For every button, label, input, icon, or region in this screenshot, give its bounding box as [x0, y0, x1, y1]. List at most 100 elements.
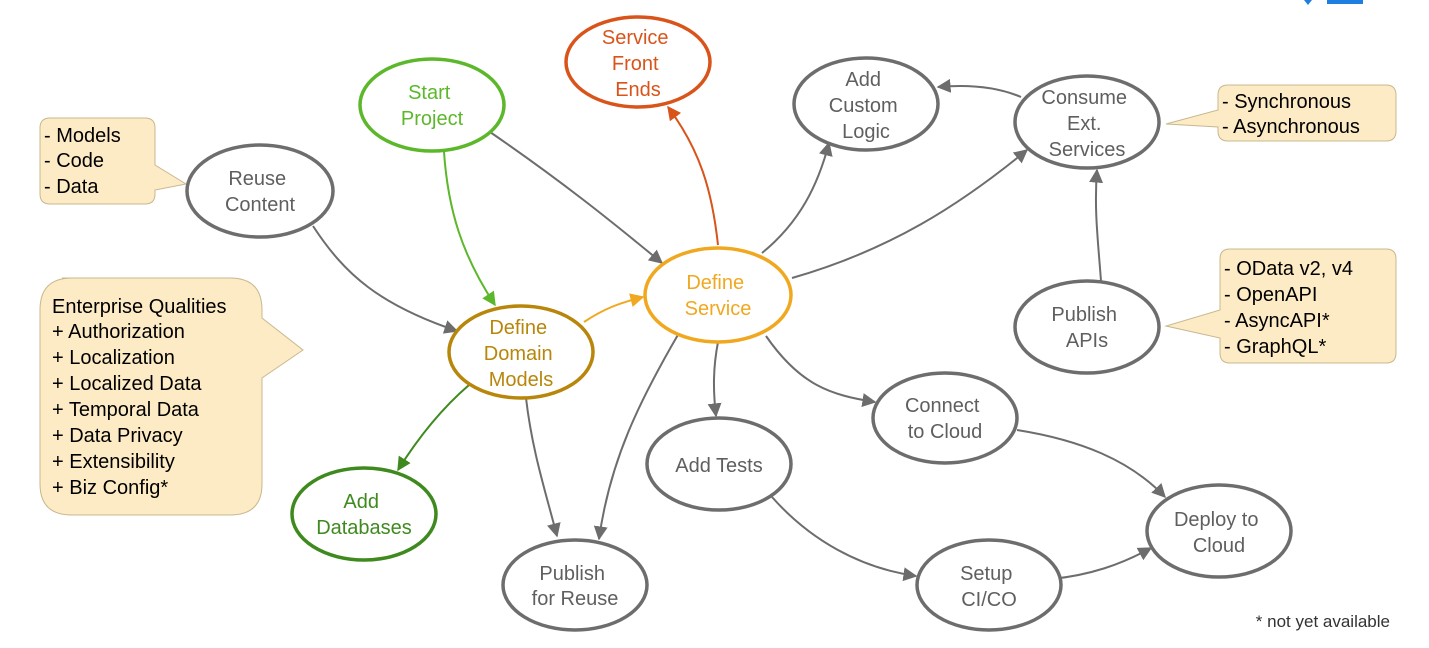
svg-text:Add Custom Logic: Add Custom Logic [829, 69, 903, 143]
node-service-front-ends[interactable]: Service Front Ends [564, 15, 712, 109]
node-label-line: Start [408, 82, 451, 104]
node-label-line: Front [612, 53, 659, 75]
note-line: - Asynchronous [1222, 116, 1360, 138]
node-label-line: Ext. [1067, 113, 1101, 135]
edge-reuse-to-domain [312, 225, 459, 334]
note-heading: Enterprise Qualities [52, 296, 227, 318]
node-label-line: APIs [1066, 330, 1108, 352]
edge-service-to-consume [791, 149, 1029, 279]
node-label-line: Publish [1051, 304, 1117, 326]
svg-text:Setup CI/CO: Setup CI/CO [960, 563, 1018, 611]
note-line: - GraphQL* [1224, 336, 1326, 358]
svg-text:Start Project: Start Project [401, 82, 464, 130]
node-label-line: Models [489, 369, 553, 391]
svg-text:Publish for Reuse: Publish for Reuse [532, 563, 619, 610]
node-define-domain-models[interactable]: Define Domain Models [447, 304, 595, 400]
node-define-service[interactable]: Define Service [643, 246, 793, 344]
edge-service-to-publish-reuse [593, 332, 680, 541]
note-sync-modes: - Synchronous - Asynchronous [1165, 84, 1397, 142]
edge-domain-to-service [583, 293, 645, 323]
node-label-line: Service [602, 27, 669, 49]
svg-text:Connect to Cloud: Connect to Cloud [905, 395, 985, 443]
note-line: - Synchronous [1222, 91, 1351, 113]
node-label-line: Services [1049, 139, 1126, 161]
node-add-tests[interactable]: Add Tests [645, 416, 793, 512]
note-line: + Authorization [52, 321, 185, 343]
node-deploy-to-cloud[interactable]: Deploy to Cloud [1145, 483, 1293, 579]
svg-text:Consume Ext. Servi: Consume Ext. Services [1041, 87, 1132, 161]
note-line: + Biz Config* [52, 477, 168, 499]
note-line: + Temporal Data [52, 399, 200, 421]
edge-connect-to-deploy [1016, 429, 1166, 499]
node-label-line: Define [686, 272, 744, 294]
node-label-line: Define [489, 317, 547, 339]
node-label-line: CI/CO [961, 589, 1017, 611]
svg-text:Add Tests: Add Tests [675, 455, 762, 477]
svg-text:Reuse Content: Reuse Content [225, 168, 295, 216]
note-content-types: - Models - Code - Data [39, 117, 188, 205]
node-label-line: for Reuse [532, 588, 619, 610]
edge-publishapis-to-consume [1089, 168, 1104, 282]
edge-domain-to-databases [397, 384, 470, 472]
node-label-line: Logic [842, 121, 890, 143]
node-add-databases[interactable]: Add Databases [290, 466, 438, 562]
edge-setup-to-deploy [1051, 547, 1153, 580]
node-setup-ci-co[interactable]: Setup CI/CO [915, 538, 1063, 632]
node-label-line: Connect [905, 395, 980, 417]
note-api-formats: - OData v2, v4 - OpenAPI - AsyncAPI* - G… [1164, 248, 1397, 364]
node-label-line: Project [401, 108, 464, 130]
svg-text:Add Databases: Add Databases [316, 491, 412, 539]
node-label-line: Deploy to [1174, 509, 1259, 531]
svg-text:Define Service: Define Service [685, 272, 752, 320]
node-consume-ext-services[interactable]: Consume Ext. Services [1013, 74, 1161, 170]
edge-domain-to-publish-reuse [525, 397, 561, 538]
node-label-line: Ends [615, 79, 661, 101]
svg-text:Publish APIs: Publish APIs [1051, 304, 1122, 352]
node-label-line: Add Tests [675, 455, 762, 477]
node-label-line: Content [225, 194, 295, 216]
node-label-line: Consume [1041, 87, 1127, 109]
svg-text:Service Front Ends: Service Front Ends [602, 27, 674, 101]
edge-service-to-frontends [667, 105, 719, 246]
note-line: + Extensibility [52, 451, 175, 473]
node-label-line: Domain [484, 343, 553, 365]
node-publish-apis[interactable]: Publish APIs [1013, 279, 1161, 375]
node-add-custom-logic[interactable]: Add Custom Logic [792, 56, 940, 152]
note-line: - Models [44, 125, 121, 147]
edge-service-to-connect [765, 335, 877, 407]
node-label-line: Custom [829, 95, 898, 117]
node-publish-for-reuse[interactable]: Publish for Reuse [501, 538, 649, 632]
note-line: - OpenAPI [1224, 284, 1317, 306]
note-line: - Data [44, 176, 99, 198]
node-label-line: Setup [960, 563, 1012, 585]
edge-start-to-service [489, 131, 664, 264]
node-connect-to-cloud[interactable]: Connect to Cloud [871, 371, 1019, 465]
note-line: - Code [44, 150, 104, 172]
note-line: - OData v2, v4 [1224, 258, 1353, 280]
edge-start-to-domain [443, 151, 496, 307]
svg-text:Deploy to Cloud: Deploy to Cloud [1174, 509, 1264, 557]
note-line: + Data Privacy [52, 425, 183, 447]
edge-service-to-custom-logic [761, 141, 833, 254]
note-line: - AsyncAPI* [1224, 310, 1330, 332]
edge-service-to-tests [707, 341, 722, 418]
node-label-line: Databases [316, 517, 412, 539]
note-enterprise-qualities: Enterprise Qualities + Authorization + L… [39, 277, 304, 516]
edge-tests-to-setup [771, 496, 918, 582]
node-label-line: Reuse [228, 168, 286, 190]
node-start-project[interactable]: Start Project [358, 57, 506, 153]
node-label-line: Cloud [1193, 535, 1245, 557]
node-label-line: Add [343, 491, 379, 513]
node-label-line: Service [685, 298, 752, 320]
node-label-line: Add [845, 69, 881, 91]
edges [312, 78, 1166, 582]
corner-logo-fragment [1304, 0, 1363, 5]
note-line: + Localization [52, 347, 175, 369]
note-line: + Localized Data [52, 373, 202, 395]
node-label-line: Publish [539, 563, 605, 585]
node-reuse-content[interactable]: Reuse Content [185, 143, 335, 239]
node-label-line: to Cloud [908, 421, 983, 443]
svg-text:Define Domain Mode: Define Domain Models [484, 317, 558, 391]
footnote: * not yet available [1256, 612, 1390, 631]
